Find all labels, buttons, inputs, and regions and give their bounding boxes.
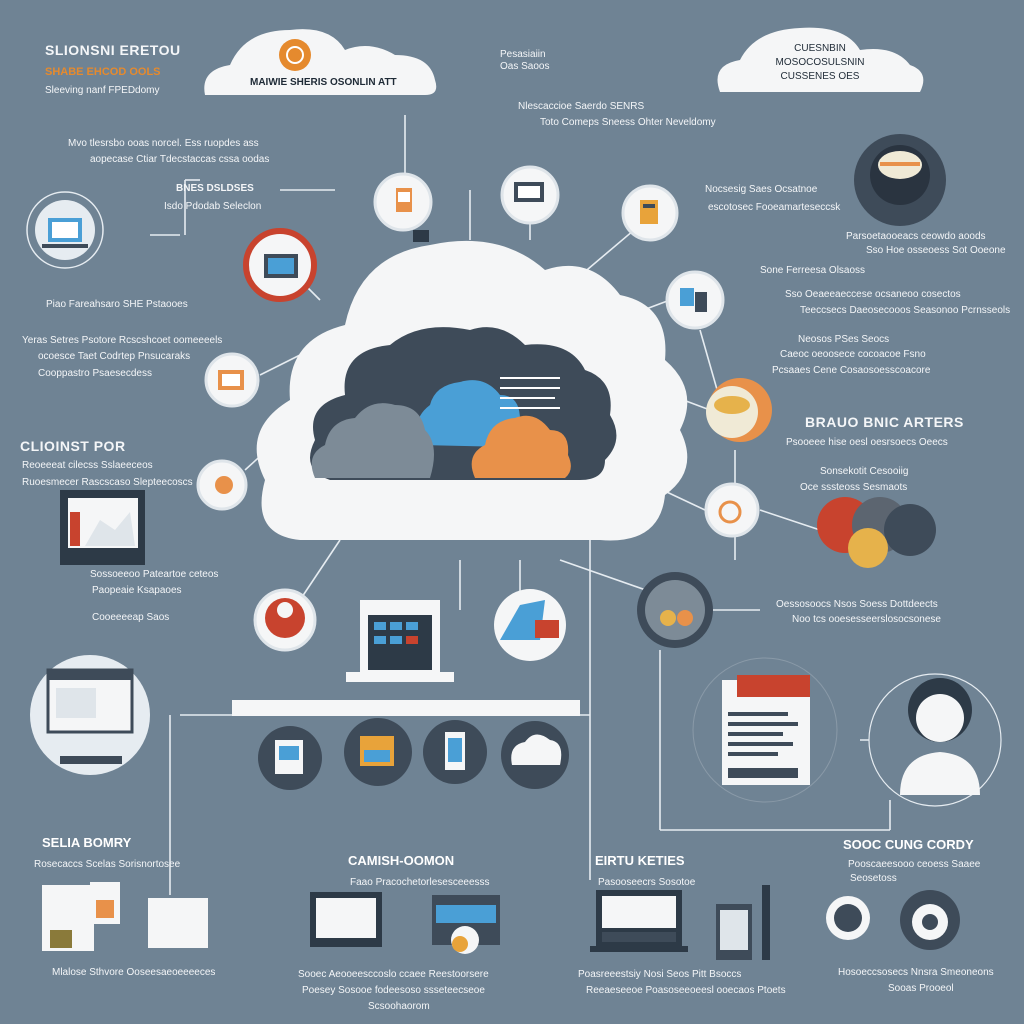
bottom-col1-title: SELIA BOMRY	[42, 835, 132, 850]
mid-top-text-1: Nlescaccioe Saerdo SENRS	[518, 101, 645, 112]
bottom-col4-sub-1: Pooscaeesooo ceoess Saaee	[848, 859, 981, 870]
bottom-col4-title: SOOC CUNG CORDY	[843, 837, 974, 852]
right-label-d-1: Sso Oeaeeaeccese ocsaneoo cosectos	[785, 289, 961, 300]
top-cloud-left	[204, 29, 437, 96]
node-ring-icon	[704, 482, 760, 538]
bottom-col2-foot-1: Sooec Aeooeesccoslo ccaee Reestoorsere	[298, 969, 489, 980]
bottom-round-icons	[258, 718, 569, 790]
node-person-icon	[253, 588, 317, 652]
top-cloud-left-label: MAIWIE SHERIS OSONLIN ATT	[250, 77, 397, 88]
bottom-col2-graphics	[310, 892, 500, 954]
node-file-icon	[621, 184, 679, 242]
gear-icon	[279, 39, 311, 71]
bottom-col4-sub-2: Seosetoss	[850, 873, 897, 884]
cloud-plug-icon	[501, 721, 569, 789]
bottom-col1-graphics	[42, 882, 208, 951]
bottom-col4-graphics	[826, 890, 960, 950]
bottom-col1-foot: Mlalose Sthvore Ooseesaeoeeeeces	[52, 967, 216, 978]
right-label-e-2: Caeoc oeoosece cocoacoe Fsno	[780, 349, 926, 360]
right-label-e-3: Pcsaaes Cene Cosaosoesscoacore	[772, 365, 931, 376]
desktop-left-icon	[30, 655, 150, 775]
bottom-col2-title: CAMISH-OOMON	[348, 853, 455, 868]
laptop-left-icon	[26, 191, 104, 269]
node-circles	[196, 165, 772, 661]
top-center-small-2: Oas Saoos	[500, 61, 550, 72]
blob-cluster-icon	[817, 497, 936, 568]
top-cloud-right-line-3: CUSSENES OES	[780, 71, 860, 82]
node-document-icon	[373, 172, 433, 232]
node-jar-icon	[637, 572, 713, 648]
left-label-e-1: CLIOINST POR	[20, 438, 126, 454]
left-label-e-2: Reoeeeat cilecss Sslaeeceos	[22, 460, 153, 471]
bottom-col2-sub: Faao Pracochetorlesesceeesss	[350, 877, 490, 888]
left-label-e-3: Ruoesmecer Rascscaso Slepteecoscs	[22, 477, 193, 488]
top-cloud-right-line-1: CUESNBIN	[794, 43, 846, 54]
node-monitor-icon	[500, 165, 560, 225]
right-label-f-3: Sonsekotit Cesooiig	[820, 466, 909, 477]
right-label-g-2: Noo tcs ooesesseerslosocsonese	[792, 614, 941, 625]
right-label-b-2: Sso Hoe osseoess Sot Ooeone	[866, 245, 1006, 256]
left-label-c: Piao Fareahsaro SHE Pstaooes	[46, 299, 188, 310]
left-label-b-1: BNES DSLDSES	[176, 183, 254, 194]
left-label-f-2: Paopeaie Ksapaoes	[92, 585, 182, 596]
bottom-col3-graphics	[590, 885, 770, 960]
left-label-d-3: Cooppastro Psaesecdess	[38, 368, 152, 379]
top-cloud-right-line-2: MOSOCOSULSNIN	[775, 57, 865, 68]
right-label-b-1: Parsoetaooeacs ceowdo aoods	[846, 231, 986, 242]
left-label-b-2: Isdo Pdodab Seleclon	[164, 201, 262, 212]
bottom-col4-foot-2: Sooas Prooeol	[888, 983, 954, 994]
bottom-col3-sub: Pasooseecrs Sosotoe	[598, 877, 696, 888]
right-label-c: Sone Ferreesa Olsaoss	[760, 265, 866, 276]
document-page-icon	[692, 657, 838, 803]
right-label-f-4: Oce sssteoss Sesmaots	[800, 482, 908, 493]
top-left-title: SLIONSNI ERETOU	[45, 42, 181, 58]
right-label-d-2: Teeccsecs Daeosecooos Seasonoo Pcrnsseol…	[800, 305, 1011, 316]
avatar-icon	[868, 673, 1002, 807]
phone-icon	[423, 720, 487, 784]
right-label-e-1: Neosos PSes Seocs	[798, 334, 890, 345]
bottom-col3-foot-1: Poasreeestsiy Nosi Seos Pitt Bsoccs	[578, 969, 742, 980]
box-icon	[344, 718, 412, 786]
server-panel	[346, 600, 454, 682]
left-label-f-1: Sossoeeoo Pateartoe ceteos	[90, 569, 219, 580]
top-left-orange-line: SHABE EHCOD OOLS	[45, 66, 161, 78]
right-label-a-2: escotosec Fooeamarteseccsk	[708, 202, 841, 213]
bottom-col4-foot-1: Hosoeccsosecs Nnsra Smeoneons	[838, 967, 994, 978]
node-books-icon	[665, 270, 725, 330]
left-label-a-1: Mvo tlesrsbo ooas norcel. Ess ruopdes as…	[68, 138, 259, 149]
chart-frame-icon	[60, 490, 145, 565]
node-folder-icon	[243, 228, 317, 302]
top-left-sub: Sleeving nanf FPEDdomy	[45, 85, 160, 96]
gauge-right-icon	[854, 134, 946, 226]
right-label-g-1: Oessosoocs Nsos Soess Dottdeects	[776, 599, 938, 610]
left-label-f-3: Cooeeeeap Saos	[92, 612, 170, 623]
bottom-col2-foot-2: Poesey Sosooe fodeesoso ssseteecseoe	[302, 985, 485, 996]
text-lines-icon	[500, 377, 560, 409]
right-label-f-1: BRAUO BNIC ARTERS	[805, 414, 964, 430]
left-label-a-2: aopecase Ctiar Tdecstaccas cssa oodas	[90, 154, 270, 165]
platform-bar	[232, 700, 580, 716]
node-globe-icon	[494, 589, 566, 661]
left-label-d-2: ocoesce Taet Codrtep Pnsucaraks	[38, 351, 191, 362]
right-label-f-2: Psooeee hise oesl oesrsoecs Oeecs	[786, 437, 948, 448]
top-center-small-1: Pesasiaiin	[500, 49, 546, 60]
right-label-a-1: Nocsesig Saes Ocsatnoe	[705, 184, 818, 195]
mid-top-text-2: Toto Comeps Sneess Ohter Neveldomy	[540, 117, 716, 128]
tablet-icon	[258, 726, 322, 790]
bottom-col3-foot-2: Reeaeseeoe Poasoseeoeesl ooecaos Ptoets	[586, 985, 786, 996]
central-cloud	[256, 230, 688, 541]
node-chat-icon	[196, 459, 248, 511]
bottom-col2-foot-3: Scsoohaorom	[368, 1001, 430, 1012]
bottom-col3-title: EIRTU KETIES	[595, 853, 685, 868]
bottom-col1-sub: Rosecaccs Scelas Sorisnortosee	[34, 859, 181, 870]
top-cloud-right	[717, 27, 924, 92]
left-label-d-1: Yeras Setres Psotore Rcscshcoet oomeeeel…	[22, 335, 223, 346]
node-photo-icon	[204, 352, 260, 408]
node-bowl-icon	[706, 378, 772, 442]
